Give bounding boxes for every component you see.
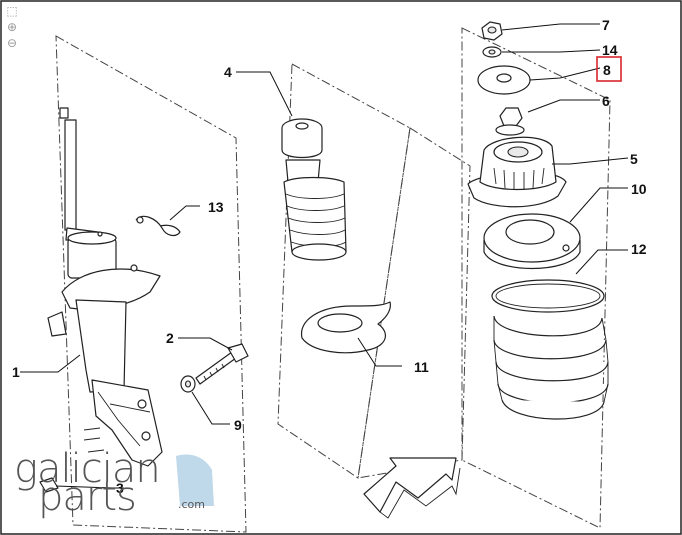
plane-strut bbox=[55, 35, 247, 533]
callout-7[interactable]: 7 bbox=[602, 17, 610, 33]
watermark-galician: galician bbox=[14, 446, 161, 492]
callout-5[interactable]: 5 bbox=[630, 151, 638, 167]
callout-9[interactable]: 9 bbox=[234, 417, 242, 433]
callout-1[interactable]: 1 bbox=[12, 364, 20, 380]
callout-6[interactable]: 6 bbox=[602, 93, 610, 109]
direction-arrow bbox=[363, 457, 461, 519]
part-1-strut[interactable] bbox=[47, 107, 163, 467]
part-7-top-nut[interactable] bbox=[481, 21, 503, 41]
callout-3[interactable]: 3 bbox=[116, 480, 124, 496]
part-12-coil-spring[interactable] bbox=[491, 279, 609, 420]
part-9-washer[interactable] bbox=[180, 375, 196, 393]
callout-11[interactable]: 11 bbox=[414, 359, 429, 375]
zoom-toolbar: ⬚ ⊕ ⊖ bbox=[4, 4, 22, 52]
part-8-cup-washer[interactable] bbox=[477, 65, 531, 95]
part-14-washer[interactable] bbox=[482, 46, 502, 58]
part-13-clip[interactable] bbox=[135, 215, 181, 237]
part-3-nut[interactable] bbox=[39, 477, 59, 493]
part-11-spring-seat[interactable] bbox=[301, 301, 391, 354]
plane-boot-right bbox=[357, 127, 471, 479]
part-6-nut[interactable] bbox=[495, 107, 525, 136]
watermark-accent-shape bbox=[176, 454, 214, 506]
callout-10[interactable]: 10 bbox=[631, 181, 647, 197]
zoom-in-icon[interactable]: ⊕ bbox=[6, 20, 18, 34]
leader-lines bbox=[20, 23, 629, 489]
callout-4[interactable]: 4 bbox=[224, 64, 232, 80]
part-2-bolt[interactable] bbox=[195, 343, 249, 385]
callout-8[interactable]: 8 bbox=[603, 62, 611, 78]
part-5-top-mount[interactable] bbox=[467, 136, 567, 208]
part-4-dust-boot[interactable] bbox=[281, 118, 347, 261]
watermark-dotcom: .com bbox=[178, 498, 205, 511]
plane-mount bbox=[461, 27, 611, 529]
callout-2[interactable]: 2 bbox=[166, 330, 174, 346]
part-10-bearing[interactable] bbox=[483, 213, 581, 270]
callout-14[interactable]: 14 bbox=[602, 42, 618, 58]
fit-page-icon[interactable]: ⬚ bbox=[6, 4, 18, 18]
callout-13[interactable]: 13 bbox=[208, 199, 224, 215]
callout-8-highlight-box bbox=[596, 56, 622, 82]
zoom-out-icon[interactable]: ⊖ bbox=[6, 36, 18, 50]
plane-boot bbox=[277, 63, 411, 479]
callout-12[interactable]: 12 bbox=[631, 241, 647, 257]
watermark-parts: parts bbox=[38, 474, 137, 520]
